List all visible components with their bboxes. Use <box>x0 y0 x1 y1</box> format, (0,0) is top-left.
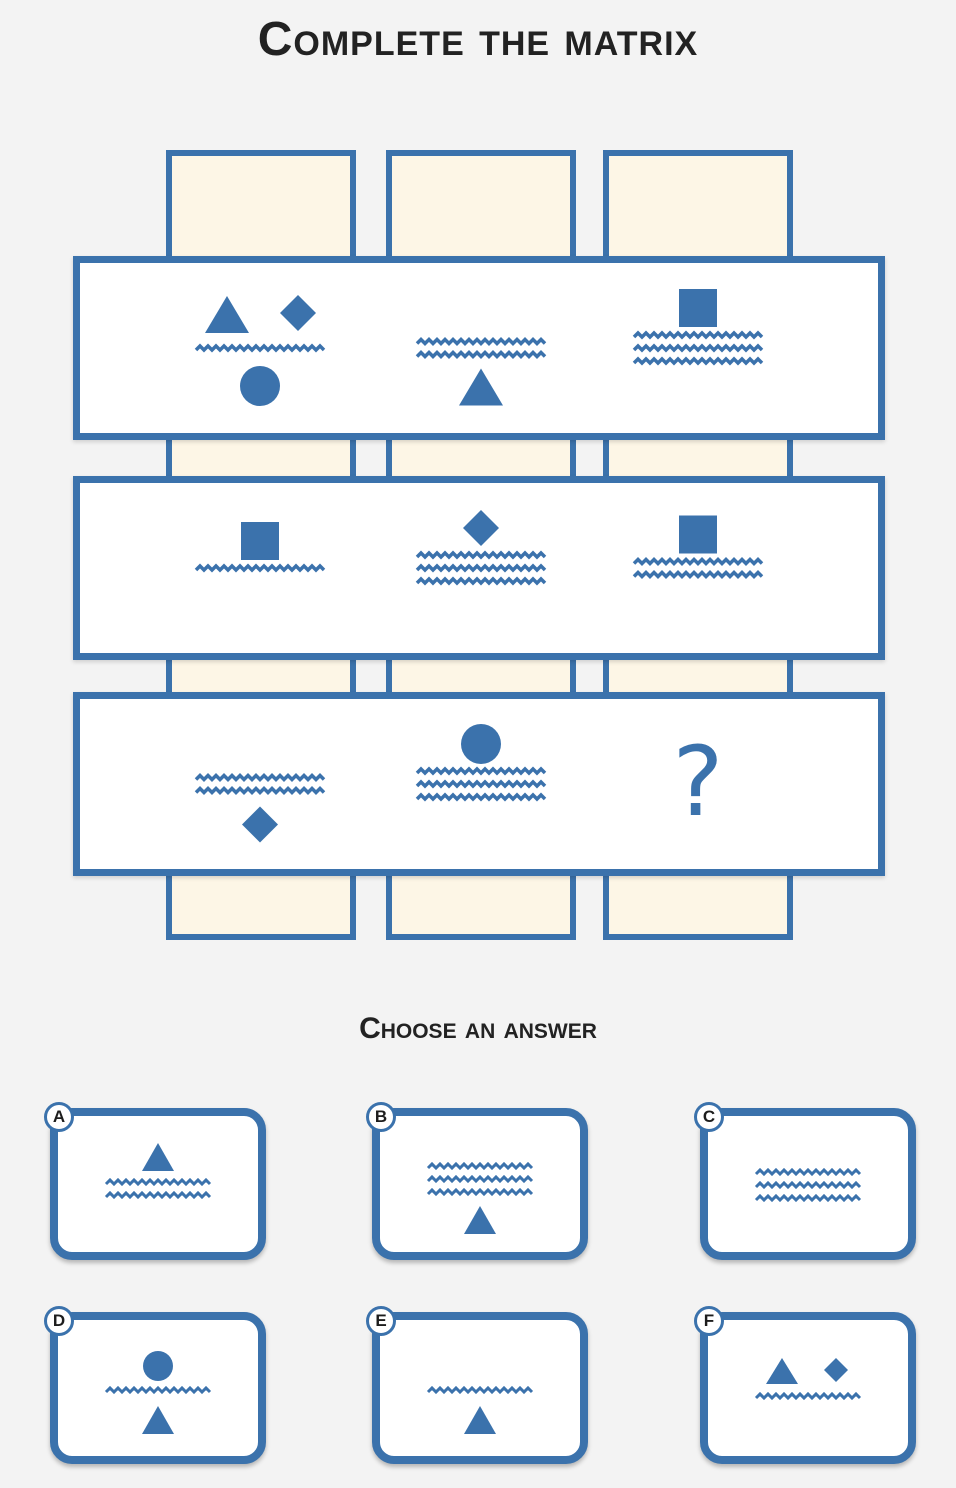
wave-line <box>426 1161 534 1171</box>
wave-line <box>415 550 547 560</box>
matrix-cell <box>170 483 350 653</box>
square-shape <box>679 515 717 554</box>
wave-line <box>415 337 547 346</box>
wave-line <box>104 1190 212 1200</box>
option-label-f: F <box>694 1306 724 1336</box>
diamond-shape <box>463 510 499 546</box>
triangle-shape <box>766 1358 798 1384</box>
matrix-cell-r3-c2 <box>415 724 547 802</box>
wave-line <box>194 343 326 353</box>
missing-cell-question-mark: ? <box>672 726 724 838</box>
option-c[interactable]: C <box>694 1102 916 1260</box>
wave-line <box>632 570 764 579</box>
triangle-shape <box>464 1406 496 1434</box>
choose-answer-heading: Choose an answer <box>359 1012 597 1045</box>
option-f[interactable]: F <box>694 1306 916 1464</box>
wave-line <box>415 350 547 359</box>
matrix-cell <box>170 699 350 869</box>
matrix-cell <box>608 483 788 653</box>
square-shape <box>241 522 279 560</box>
triangle-shape <box>464 1206 496 1234</box>
option-a[interactable]: A <box>44 1102 266 1260</box>
wave-line <box>415 576 547 586</box>
option-d[interactable]: D <box>44 1306 266 1464</box>
circle-shape <box>240 366 280 406</box>
option-a-figure <box>104 1143 212 1200</box>
option-b-figure <box>426 1161 534 1234</box>
option-e[interactable]: E <box>366 1306 588 1464</box>
option-label-c: C <box>694 1102 724 1132</box>
matrix-cell-r1-c1 <box>194 295 326 406</box>
wave-line <box>415 779 547 789</box>
matrix-cell-r1-c2 <box>415 337 547 406</box>
triangle-shape <box>205 296 249 333</box>
wave-line <box>415 766 547 776</box>
matrix-cell <box>391 263 571 433</box>
diamond-shape <box>242 806 278 843</box>
diamond-shape <box>824 1358 848 1382</box>
wave-line <box>194 773 326 782</box>
page-title: Complete the matrix <box>257 13 699 66</box>
wave-line <box>632 330 764 340</box>
wave-line <box>415 563 547 573</box>
option-label-a: A <box>44 1102 74 1132</box>
matrix-cell-r3-c1 <box>194 773 326 843</box>
circle-shape <box>461 724 501 764</box>
matrix-cell <box>608 263 788 433</box>
matrix-cell <box>391 483 571 653</box>
wave-line <box>194 786 326 795</box>
matrix-cell-r2-c3 <box>632 515 764 579</box>
option-e-figure <box>426 1385 534 1434</box>
wave-line <box>104 1177 212 1187</box>
wave-line <box>754 1193 862 1203</box>
option-label-b: B <box>366 1102 396 1132</box>
wave-line <box>426 1174 534 1184</box>
wave-line <box>754 1180 862 1190</box>
matrix-cell-r2-c2 <box>415 510 547 586</box>
diamond-shape <box>280 295 316 331</box>
matrix-cell <box>170 263 350 433</box>
matrix-cell-r2-c1 <box>194 522 326 573</box>
option-c-figure <box>754 1167 862 1203</box>
matrix-cell-r1-c3 <box>632 289 764 366</box>
wave-line <box>194 563 326 573</box>
square-shape <box>679 289 717 327</box>
wave-line <box>426 1385 534 1395</box>
option-label-d: D <box>44 1306 74 1336</box>
wave-line <box>754 1391 862 1401</box>
wave-line <box>426 1187 534 1197</box>
wave-line <box>632 557 764 566</box>
option-f-figure <box>754 1358 862 1401</box>
triangle-shape <box>459 368 503 406</box>
wave-line <box>632 343 764 353</box>
wave-line <box>104 1385 212 1395</box>
option-b[interactable]: B <box>366 1102 588 1260</box>
option-label-e: E <box>366 1306 396 1336</box>
triangle-shape <box>142 1406 174 1434</box>
wave-line <box>632 356 764 366</box>
triangle-shape <box>142 1143 174 1171</box>
circle-shape <box>143 1351 173 1381</box>
option-d-figure <box>104 1351 212 1434</box>
matrix-cell <box>391 699 571 869</box>
wave-line <box>754 1167 862 1177</box>
wave-line <box>415 792 547 802</box>
